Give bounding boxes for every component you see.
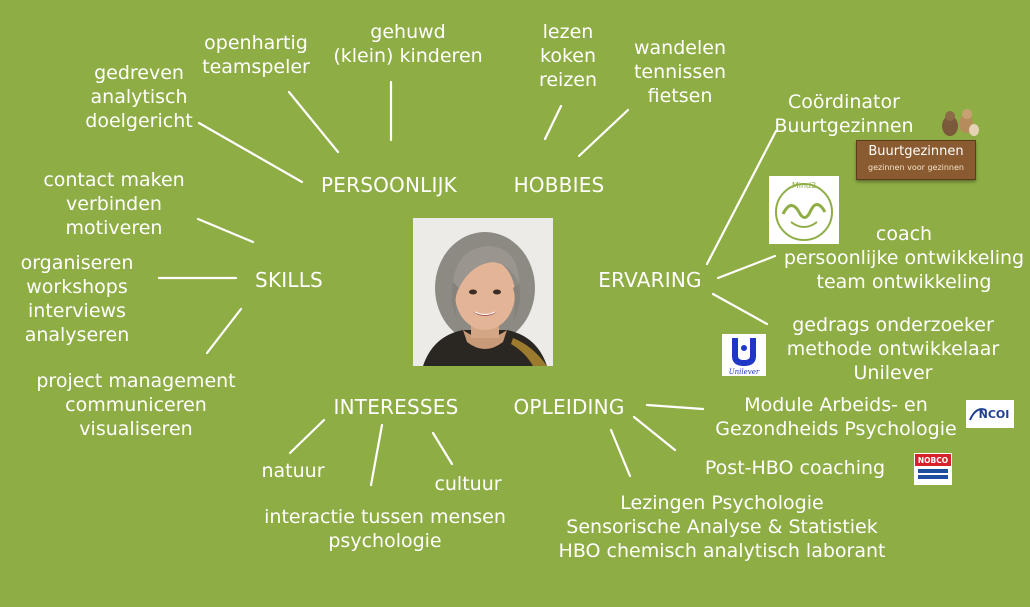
hub-opleiding: OPLEIDING [513, 395, 625, 419]
connector [196, 217, 255, 244]
connector [197, 121, 304, 184]
unilever-logo: Unilever [722, 334, 766, 376]
connector [543, 104, 563, 141]
connector [716, 254, 777, 280]
connector [711, 292, 769, 326]
connector [645, 403, 705, 411]
profile-photo [413, 218, 553, 366]
ncoi-logo: NCOI [966, 400, 1014, 428]
portrait-illustration [413, 218, 553, 366]
interesses-item-nature: natuur [261, 460, 325, 482]
hub-interesses: INTERESSES [333, 395, 459, 419]
birds-icon [942, 109, 979, 136]
persoonlijk-item-family: gehuwd(klein) kinderen [333, 21, 483, 67]
nobco-logo: NOBCO [914, 453, 952, 485]
connector [632, 415, 677, 452]
interesses-item-culture: cultuur [434, 473, 502, 495]
hub-hobbies: HOBBIES [513, 173, 605, 197]
ncoi-logo-text: NCOI [979, 408, 1010, 421]
nobco-logo-mark: NOBCO [915, 454, 951, 479]
ncoi-logo-mark: NCOI [969, 408, 1010, 421]
connector [205, 307, 243, 355]
connector [431, 431, 454, 466]
buurtgezinnen-logo: Buurtgezinnen gezinnen voor gezinnen [856, 140, 976, 180]
hub-ervaring: ERVARING [598, 268, 702, 292]
unilever-logo-mark: Unilever [729, 338, 760, 376]
opleiding-item-coaching: Post-HBO coaching [704, 457, 886, 479]
connector [577, 108, 630, 158]
hub-skills: SKILLS [255, 268, 323, 292]
mind2-logo-text: Mind2 [792, 181, 816, 190]
buurtgezinnen-logo-text: Buurtgezinnen [868, 144, 964, 159]
nobco-logo-text: NOBCO [918, 456, 948, 465]
mind2-logo-mark: Mind2 [775, 181, 833, 241]
mind2-logo: Mind2 [769, 176, 839, 244]
hub-persoonlijk: PERSOONLIJK [321, 173, 457, 197]
buurtgezinnen-logo-tagline: gezinnen voor gezinnen [867, 163, 964, 172]
connector [609, 428, 632, 478]
connector [287, 90, 340, 154]
connector [288, 418, 326, 455]
connector [369, 423, 384, 487]
unilever-logo-text: Unilever [729, 368, 760, 376]
connector [705, 129, 778, 266]
